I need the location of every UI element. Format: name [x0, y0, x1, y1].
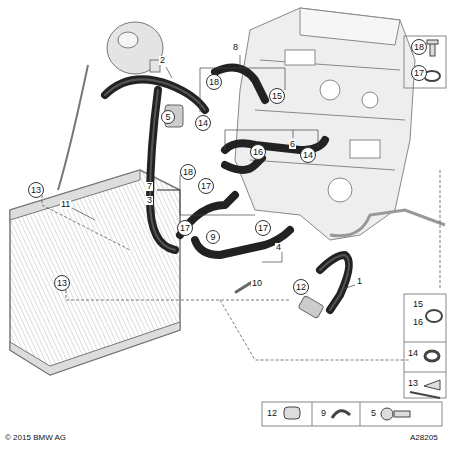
- callout-circle: 17: [255, 220, 271, 236]
- callout-number: 13: [407, 379, 419, 388]
- callout-number: 17: [180, 224, 190, 233]
- callout-number: 18: [414, 43, 424, 52]
- callout-number: 12: [266, 409, 278, 418]
- callout-number: 4: [275, 243, 282, 252]
- leader-lines: [42, 55, 440, 360]
- callout-number: 3: [146, 196, 153, 205]
- callout-number: 16: [253, 148, 263, 157]
- copyright-note: © 2015 BMW AG: [4, 434, 67, 442]
- callout-number: 18: [209, 78, 219, 87]
- callout-number: 10: [251, 279, 263, 288]
- callout-number: 13: [57, 279, 67, 288]
- callout-number: 9: [320, 409, 327, 418]
- radiator: [10, 170, 180, 375]
- callout-number: 14: [198, 119, 208, 128]
- callout-number: 5: [165, 113, 170, 122]
- callout-circle: 17: [198, 178, 214, 194]
- callout-number: 14: [303, 151, 313, 160]
- callout-circle: 18: [180, 164, 196, 180]
- engine-block: [235, 8, 415, 240]
- callout-circle: 13: [28, 182, 44, 198]
- callout-number: 17: [414, 69, 424, 78]
- callout-circle: 18: [206, 74, 222, 90]
- callout-circle: 14: [195, 115, 211, 131]
- callout-circle: 12: [293, 279, 309, 295]
- parts-boxes: [262, 36, 446, 426]
- callout-circle: 18: [411, 39, 427, 55]
- coolant-hoses: [105, 68, 349, 319]
- callout-number: 1: [356, 277, 363, 286]
- callout-circle: 14: [300, 147, 316, 163]
- callout-number: 17: [201, 182, 211, 191]
- callout-number: 6: [289, 140, 296, 149]
- callout-circle: 16: [250, 144, 266, 160]
- small-part-icons: [284, 40, 442, 420]
- callout-circle: 13: [54, 275, 70, 291]
- callout-circle: 9: [206, 230, 220, 244]
- expansion-tank: [107, 22, 163, 74]
- callout-number: 9: [210, 233, 215, 242]
- callout-number: 11: [60, 200, 71, 209]
- callout-number: 15: [272, 92, 282, 101]
- callout-circle: 17: [411, 65, 427, 81]
- callout-number: 15: [412, 300, 424, 309]
- callout-circle: 5: [161, 110, 175, 124]
- callout-number: 5: [370, 409, 377, 418]
- callout-number: 13: [31, 186, 41, 195]
- copyright-note: A28205: [409, 434, 439, 442]
- callout-number: 14: [407, 349, 419, 358]
- callout-number: 12: [296, 283, 306, 292]
- callout-circle: 17: [177, 220, 193, 236]
- callout-number: 2: [159, 56, 166, 65]
- callout-number: 16: [412, 318, 424, 327]
- callout-number: 8: [232, 43, 239, 52]
- callout-circle: 15: [269, 88, 285, 104]
- callout-number: 7: [146, 182, 153, 191]
- callout-number: 17: [258, 224, 268, 233]
- callout-number: 18: [183, 168, 193, 177]
